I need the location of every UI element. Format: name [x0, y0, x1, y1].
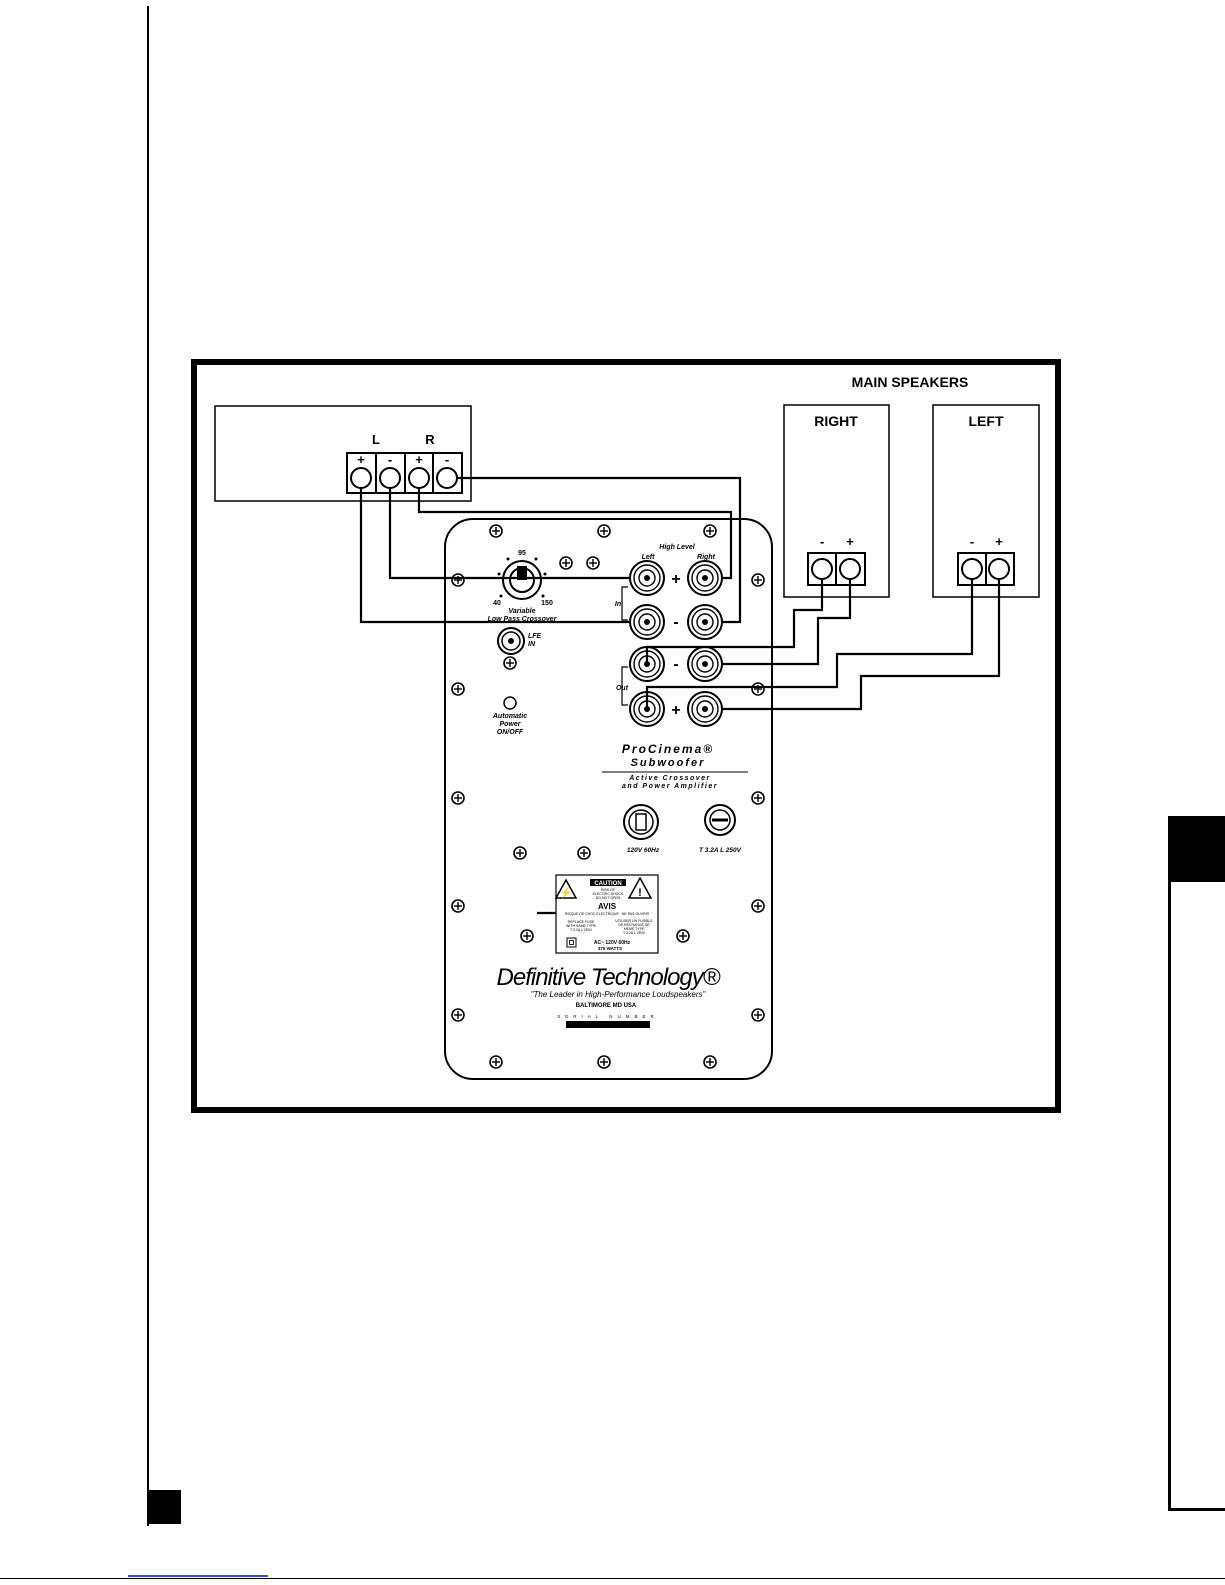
svg-text:120V 60Hz: 120V 60Hz [627, 847, 660, 854]
svg-text:Active Crossover: Active Crossover [628, 775, 711, 782]
svg-text:Right: Right [697, 554, 716, 561]
crossover-label: Low Pass Crossover [488, 616, 558, 623]
amp-label-r: R [425, 432, 435, 447]
svg-text:T 3.2A L 250V: T 3.2A L 250V [699, 847, 742, 854]
svg-text:+: + [995, 534, 1003, 549]
svg-text:150: 150 [541, 600, 553, 607]
svg-text:-: - [388, 452, 392, 467]
svg-text:+: + [357, 452, 365, 467]
svg-text:AVIS: AVIS [598, 902, 617, 911]
svg-text:and Power Amplifier: and Power Amplifier [622, 783, 718, 790]
right-speaker-label: RIGHT [814, 413, 858, 429]
crossover-knob[interactable] [497, 557, 547, 600]
svg-text:IN: IN [528, 641, 536, 648]
svg-text:375 WATTS: 375 WATTS [598, 946, 622, 951]
svg-text:+: + [671, 702, 680, 719]
definitive-technology-logo: Definitive Technology® [497, 964, 721, 991]
svg-text:+: + [846, 534, 854, 549]
amp-l-minus-terminal [379, 467, 401, 489]
amp-r-plus-terminal [408, 467, 430, 489]
amp-l-plus-terminal [350, 467, 372, 489]
svg-text:LFE: LFE [528, 633, 542, 640]
serial-number-bar [566, 1021, 650, 1028]
svg-text:CAUTION: CAUTION [594, 881, 621, 887]
side-tab-frame [1168, 816, 1225, 1511]
svg-text:Power: Power [499, 721, 521, 728]
svg-text:40: 40 [493, 600, 501, 607]
svg-text:Variable: Variable [509, 608, 536, 615]
svg-text:-: - [445, 452, 449, 467]
lfe-input-jack[interactable] [497, 627, 525, 655]
amp-r-minus-terminal [436, 467, 458, 489]
svg-text:95: 95 [518, 550, 526, 557]
svg-text:High Level: High Level [659, 544, 695, 551]
svg-text:RISQUE DE CHOC ELECTRIQUE · NE: RISQUE DE CHOC ELECTRIQUE · NE PAS OUVRI… [565, 912, 650, 916]
bottom-rule [0, 1578, 1225, 1579]
svg-text:Left: Left [642, 554, 656, 561]
power-led [503, 696, 517, 710]
svg-text:!: ! [638, 887, 642, 899]
svg-text:+: + [415, 452, 423, 467]
side-tab[interactable] [1168, 816, 1225, 882]
page-corner-marker [147, 1490, 181, 1524]
footer-link[interactable] [128, 1575, 268, 1577]
svg-text:MEME TYPE: MEME TYPE [624, 927, 645, 931]
svg-text:RISK OF: RISK OF [601, 888, 615, 892]
svg-text:"The Leader in High-Performanc: "The Leader in High-Performance Loudspea… [531, 990, 707, 999]
svg-text:REPLACE FUSE: REPLACE FUSE [568, 920, 595, 924]
left-speaker-label: LEFT [969, 413, 1004, 429]
svg-text:AC~ 120V 60Hz: AC~ 120V 60Hz [594, 940, 631, 946]
svg-text:ELECTRIC SHOCK: ELECTRIC SHOCK [593, 892, 624, 896]
svg-text:DO NOT OPEN: DO NOT OPEN [596, 896, 621, 900]
svg-text:-: - [820, 534, 824, 549]
svg-text:⚡: ⚡ [560, 886, 572, 899]
fuse-holder[interactable] [704, 804, 736, 836]
power-inlet[interactable] [623, 804, 659, 840]
margin-rule [147, 6, 149, 1526]
speaker-wires [359, 476, 1001, 915]
svg-text:-: - [673, 614, 678, 631]
svg-text:+: + [671, 571, 680, 588]
svg-text:DE RECHANGE DE: DE RECHANGE DE [618, 923, 650, 927]
svg-text:BALTIMORE MD USA: BALTIMORE MD USA [576, 1003, 637, 1009]
svg-text:T 3.2A L 250V: T 3.2A L 250V [570, 928, 593, 932]
svg-text:Subwoofer: Subwoofer [631, 757, 706, 769]
svg-text:T 3.2A L 250V: T 3.2A L 250V [623, 931, 646, 935]
svg-text:Automatic: Automatic [492, 713, 527, 720]
svg-text:WITH SAME TYPE: WITH SAME TYPE [566, 924, 597, 928]
svg-text:UTILISER UN FUSIBLE: UTILISER UN FUSIBLE [615, 919, 653, 923]
amp-label-l: L [372, 432, 380, 447]
procinema-logo: ProCinema® [622, 742, 714, 756]
svg-text:In: In [615, 601, 621, 608]
svg-text:-: - [673, 656, 678, 673]
svg-text:SERIAL NUMBER: SERIAL NUMBER [557, 1014, 659, 1019]
svg-text:-: - [970, 534, 974, 549]
main-speakers-title: MAIN SPEAKERS [852, 374, 969, 390]
svg-text:ON/OFF: ON/OFF [497, 729, 524, 736]
